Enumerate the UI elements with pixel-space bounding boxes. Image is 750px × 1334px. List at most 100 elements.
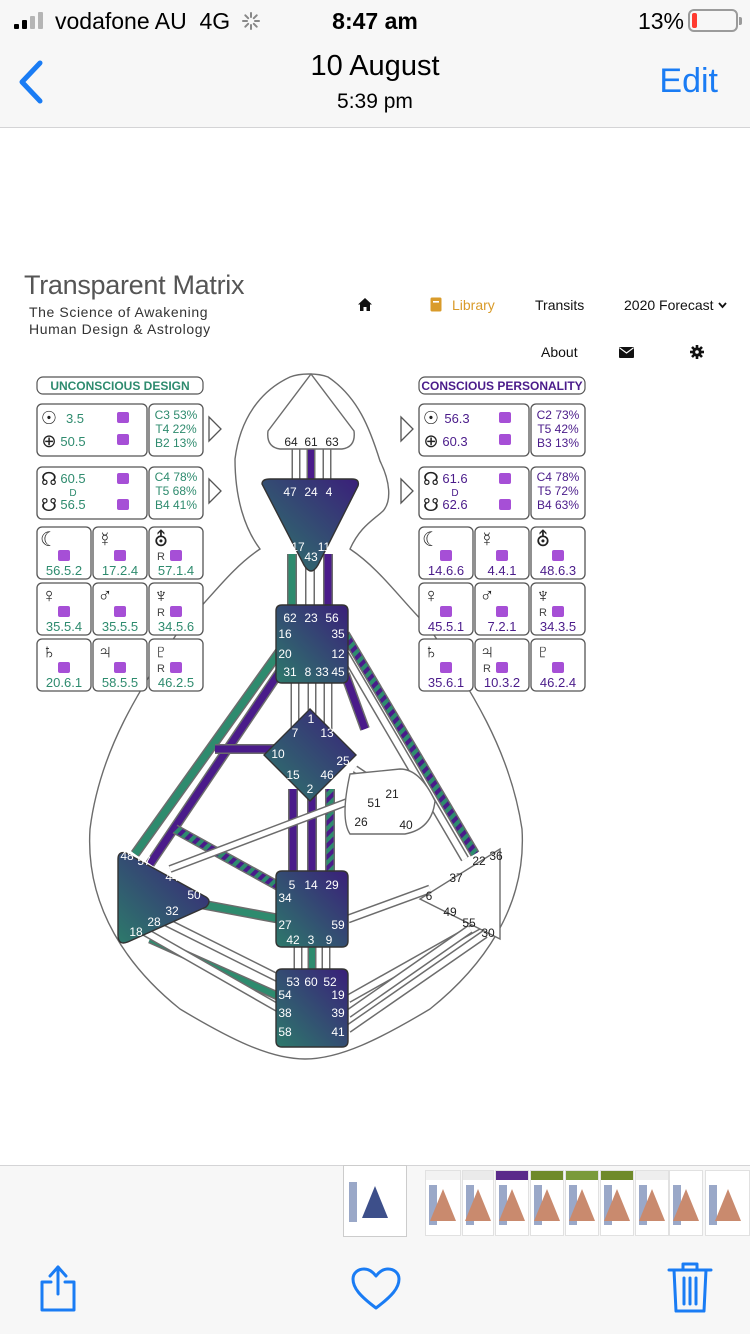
thumbnail-selected[interactable] [344, 1166, 406, 1236]
planet-glyph: ♇ [154, 641, 169, 663]
thumbnail-chart [639, 1189, 665, 1221]
head-center [267, 372, 355, 450]
design-planet-value: 56.5.2 [46, 563, 82, 578]
sun-glyph: ☉ [423, 408, 439, 428]
design-node-variable: C4 78% [155, 470, 198, 484]
gate-11: 11 [318, 540, 331, 554]
delete-button[interactable] [666, 1260, 714, 1314]
design-planet-value: 35.5.5 [102, 619, 138, 634]
thumbnail[interactable] [495, 1170, 529, 1236]
gate-49: 49 [443, 905, 457, 919]
thumbnail[interactable] [600, 1170, 634, 1236]
zodiac-badge [58, 550, 70, 561]
zodiac-badge [170, 550, 182, 561]
south-node-glyph: ☋ [41, 495, 57, 515]
zodiac-badge [117, 473, 129, 484]
thumbnail[interactable] [669, 1170, 703, 1236]
gate-46: 46 [320, 768, 334, 782]
gate-60: 60 [304, 975, 318, 989]
battery-percent: 13% [637, 8, 684, 34]
zodiac-badge [114, 550, 126, 561]
gate-45: 45 [331, 665, 345, 679]
body-outline [88, 373, 524, 1060]
retrograde-mark: R [157, 551, 165, 563]
favorite-button[interactable] [350, 1266, 402, 1312]
personality-title: CONSCIOUS PERSONALITY [421, 379, 582, 393]
share-button[interactable] [34, 1258, 82, 1314]
gate-12: 12 [331, 647, 345, 661]
design-sun-variables [148, 403, 204, 457]
back-button[interactable] [10, 54, 54, 110]
personality-planet-value: 46.2.4 [540, 675, 576, 690]
design-node-variable: T5 68% [155, 484, 197, 498]
brand-line-2: Human Design & Astrology [29, 321, 211, 337]
channel-32-54 [158, 916, 282, 982]
gate-62: 62 [283, 611, 297, 625]
gate-61: 61 [304, 435, 318, 449]
personality-planet-value: 4.4.1 [488, 563, 517, 578]
thumbnail-panel [349, 1182, 357, 1222]
design-planet-value: 17.2.4 [102, 563, 138, 578]
photo-viewer[interactable]: Transparent Matrix The Science of Awaken… [0, 129, 750, 1165]
gate-22: 22 [472, 854, 486, 868]
personality-planet-value: 35.6.1 [428, 675, 464, 690]
channel-50-27 [199, 900, 281, 923]
channel-41-30 [346, 931, 487, 1032]
gate-24: 24 [304, 485, 318, 499]
design-planet-value: 57.1.4 [158, 563, 194, 578]
throat-center [275, 604, 349, 684]
planet-glyph: ⛢ [154, 529, 169, 551]
arrow-right-icon [208, 415, 222, 443]
gate-31: 31 [283, 665, 297, 679]
personality-node-variable: B4 63% [537, 498, 579, 512]
design-earth-value: 50.5 [60, 434, 85, 449]
channel-20-57 [147, 662, 288, 866]
thumbnail[interactable] [530, 1170, 564, 1236]
gate-42: 42 [286, 933, 300, 947]
gate-37: 37 [449, 871, 463, 885]
gate-50: 50 [187, 888, 201, 902]
gear-icon [690, 345, 704, 359]
personality-sun-value: 56.3 [444, 411, 469, 426]
thumbnail[interactable] [705, 1170, 750, 1236]
gate-44: 44 [165, 870, 179, 884]
book-icon [430, 297, 442, 312]
menu-about: About [541, 344, 578, 360]
zodiac-badge [499, 473, 511, 484]
personality-sun-variables [530, 403, 586, 457]
battery-level [692, 13, 697, 28]
thumbnail[interactable] [425, 1170, 461, 1236]
g-center [263, 708, 357, 802]
personality-node-variable: T5 72% [537, 484, 579, 498]
personality-planet-value: 10.3.2 [484, 675, 520, 690]
design-sun-variable: T4 22% [155, 422, 197, 436]
arrow-right-icon [400, 415, 414, 443]
design-node-variable: B4 41% [155, 498, 197, 512]
zodiac-badge [114, 662, 126, 673]
site-brand-subtitle: The Science of Awakening Human Design & … [29, 304, 211, 338]
thumbnail-header [706, 1171, 749, 1180]
thumbnail[interactable] [635, 1170, 669, 1236]
status-time: 8:47 am [332, 8, 418, 34]
thumbnail[interactable] [462, 1170, 494, 1236]
gate-34: 34 [278, 891, 292, 905]
planet-glyph: ♀ [424, 585, 439, 607]
planet-glyph: ♃ [480, 641, 495, 663]
channel-44-26 [169, 796, 356, 872]
edit-button[interactable]: Edit [659, 62, 718, 100]
photo-time: 5:39 pm [337, 90, 413, 113]
thumbnail-header [346, 1168, 404, 1177]
zodiac-badge [552, 606, 564, 617]
planet-glyph: ♂ [98, 585, 113, 607]
thumbnail-header [496, 1171, 528, 1180]
zodiac-badge [552, 662, 564, 673]
personality-node-variable: C4 78% [537, 470, 580, 484]
thumbnail[interactable] [565, 1170, 599, 1236]
arrow-right-icon [208, 477, 222, 505]
thumbnail-panel [709, 1185, 717, 1225]
personality-south-node-value: 62.6 [442, 497, 467, 512]
gate-15: 15 [286, 768, 300, 782]
gate-19: 19 [331, 988, 345, 1002]
gate-38: 38 [278, 1006, 292, 1020]
channel-12-22 [342, 652, 468, 861]
